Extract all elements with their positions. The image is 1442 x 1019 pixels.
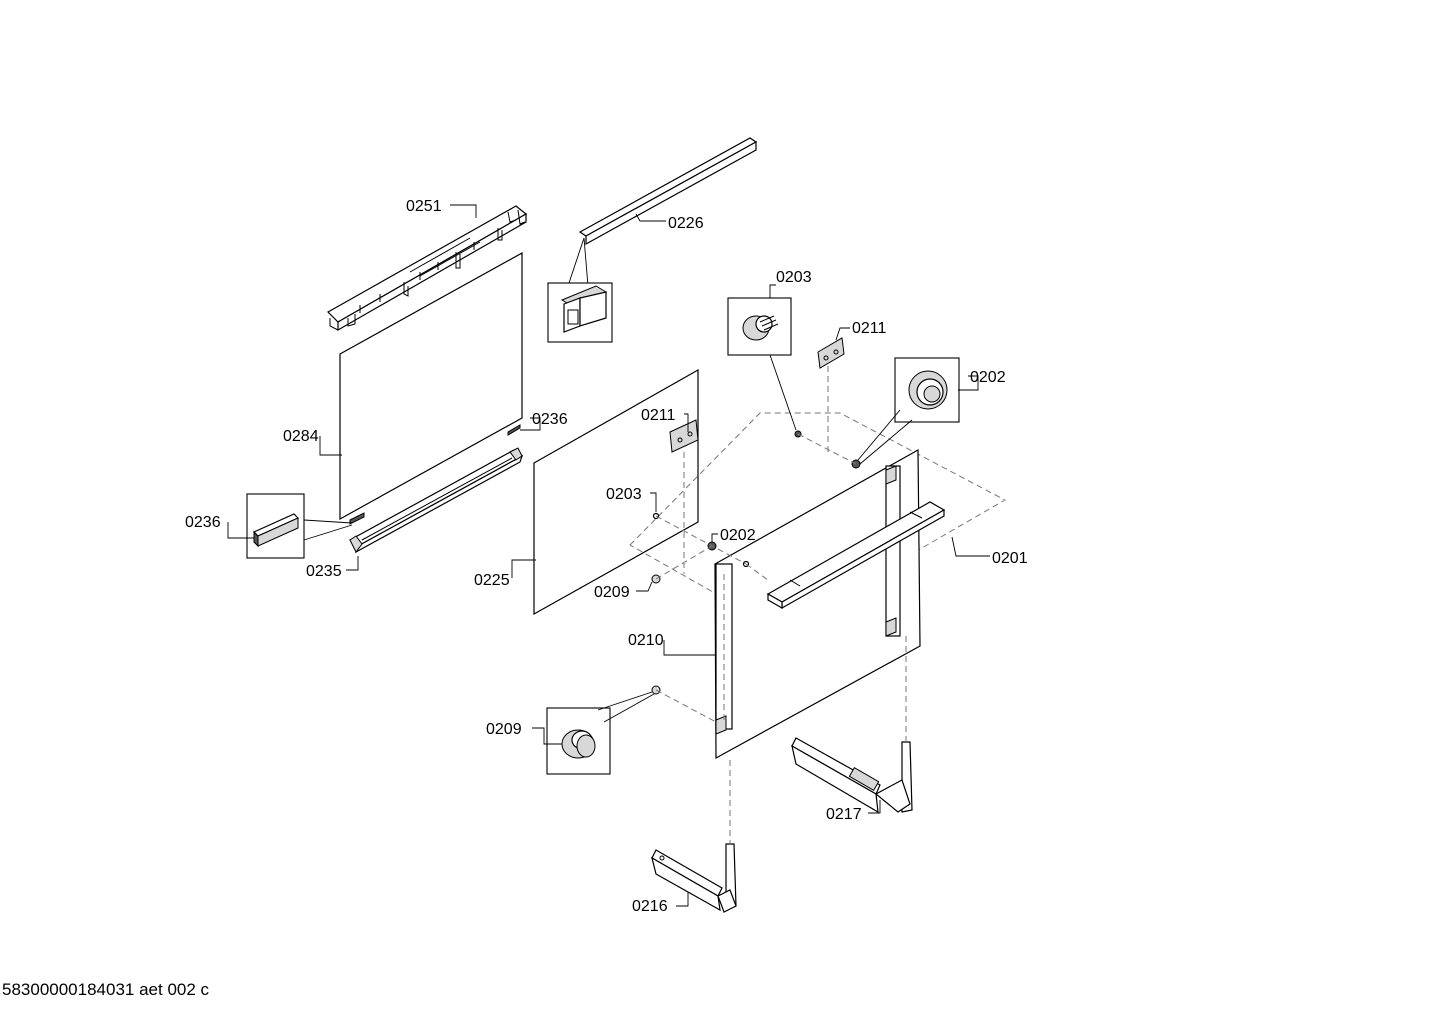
detail-box-0203 — [727, 297, 797, 431]
label-0201: 0201 — [992, 550, 1028, 567]
part-0251-top-trim — [327, 205, 528, 332]
part-0235-lower-trim — [348, 447, 524, 554]
label-0236-left: 0236 — [185, 514, 221, 531]
drawing-reference-footer: 58300000184031 aet 002 c — [2, 980, 210, 999]
label-0284: 0284 — [283, 428, 319, 445]
label-0210: 0210 — [628, 632, 664, 649]
label-0203-mid: 0203 — [606, 486, 642, 503]
part-labels: 0251 0226 0203 0211 0202 0236 0284 0211 … — [185, 198, 1028, 915]
part-0201-handle — [766, 501, 946, 610]
label-0251: 0251 — [406, 198, 442, 215]
label-0235: 0235 — [306, 563, 342, 580]
label-0202-top: 0202 — [970, 369, 1006, 386]
part-0284-glass-pane — [339, 251, 523, 525]
label-0209-low: 0209 — [486, 721, 522, 738]
detail-box-0236 — [246, 493, 353, 559]
label-0226: 0226 — [668, 215, 704, 232]
label-0236-right: 0236 — [532, 411, 568, 428]
label-0217: 0217 — [826, 806, 862, 823]
label-0225: 0225 — [474, 572, 510, 589]
label-0211-mid: 0211 — [641, 407, 676, 424]
detail-box-0202 — [857, 357, 960, 465]
part-0217-hinge — [791, 737, 913, 814]
part-0211-top-bracket — [817, 337, 845, 369]
label-0209-mid: 0209 — [594, 584, 630, 601]
label-0203-top: 0203 — [776, 269, 812, 286]
assembly-dash-lines — [655, 366, 907, 844]
part-0210-outer-door — [714, 448, 921, 760]
detail-box-0226 — [547, 282, 613, 343]
part-0216-hinge — [651, 843, 737, 913]
part-0211-mid-bracket — [669, 419, 699, 453]
detail-box-0209 — [546, 691, 655, 775]
part-0226-seal-strip — [559, 137, 758, 311]
part-0225-inner-glass — [533, 368, 699, 616]
label-0211-top: 0211 — [852, 320, 887, 337]
leader-lines — [227, 204, 990, 907]
label-0216: 0216 — [632, 898, 668, 915]
label-0202-mid: 0202 — [720, 527, 756, 544]
